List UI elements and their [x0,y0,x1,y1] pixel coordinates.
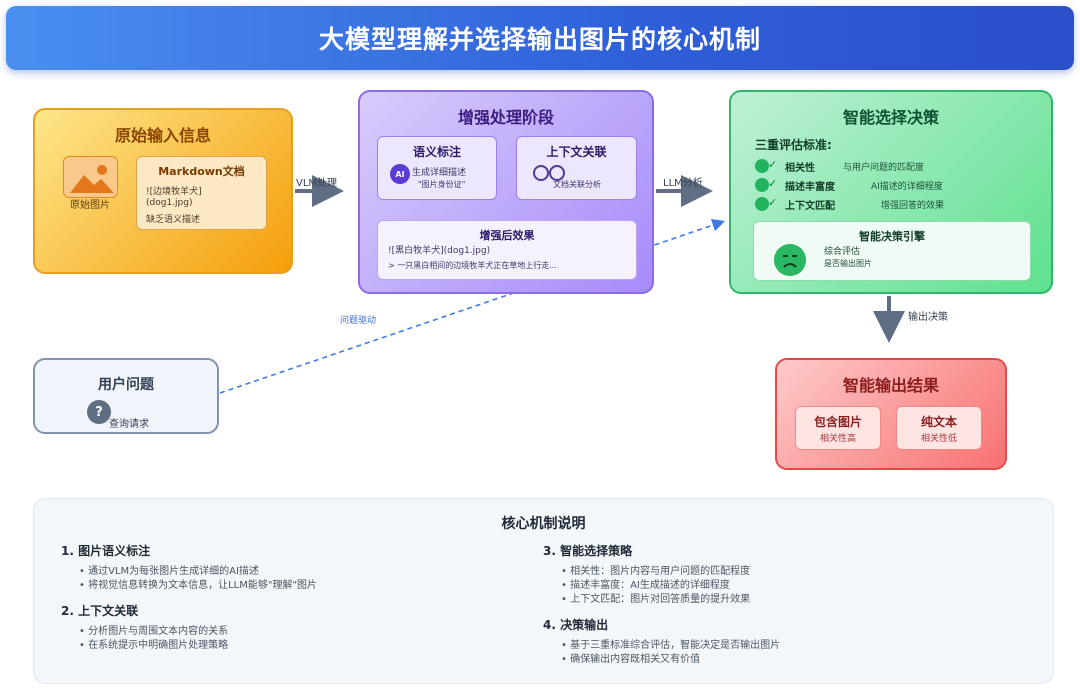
check-icon [755,197,769,211]
user-question-panel: 用户问题 ? 查询请求 [33,358,219,434]
original-image-card [63,156,118,198]
effect-card: 增强后效果 ![黑白牧羊犬](dog1.jpg) > 一只黑白相间的边境牧羊犬正… [377,220,637,280]
effect-line1: ![黑白牧羊犬](dog1.jpg) [388,246,491,256]
markdown-title: Markdown文档 [158,165,245,178]
output-with-image-name: 包含图片 [813,415,862,429]
image-icon [70,165,114,193]
semantic-line1: 生成详细描述 [412,168,467,178]
context-title: 上下文关联 [546,145,607,159]
page-title: 大模型理解并选择输出图片的核心机制 [318,25,761,54]
criterion-name: 描述丰富度 [785,182,835,193]
criterion-desc: AI描述的详细程度 [871,182,943,192]
enhance-panel: 增强处理阶段 语义标注 AI 生成详细描述 "图片身份证" 上下文关联 文档关联… [358,90,654,294]
core-title: 核心机制说明 [501,516,586,532]
section-bullet: • 确保输出内容既相关又有价值 [561,654,701,665]
semantic-line2: "图片身份证" [418,180,466,189]
check-icon [755,178,769,192]
context-card: 上下文关联 文档关联分析 [516,136,637,200]
engine-title: 智能决策引擎 [859,230,925,243]
section-bullet: • 上下文匹配：图片对回答质量的提升效果 [561,594,751,605]
edge-label-llm: LLM分析 [663,178,703,189]
section-bullet: • 描述丰富度：AI生成描述的详细程度 [561,580,730,591]
section-bullet: • 在系统提示中明确图片处理策略 [79,640,229,651]
semantic-card: 语义标注 AI 生成详细描述 "图片身份证" [377,136,497,200]
frown-face-icon [774,244,806,276]
edge-label-vlm: VLM处理 [296,178,338,189]
effect-title: 增强后效果 [479,229,535,242]
edge-label-decision-out: 输出决策 [908,312,948,323]
title-banner: 大模型理解并选择输出图片的核心机制 [6,6,1074,70]
decision-engine-card: 智能决策引擎 综合评估 是否输出图片 [753,221,1031,281]
engine-line1: 综合评估 [824,247,861,257]
edge-label-question: 问题驱动 [340,316,377,326]
criterion-name: 相关性 [785,163,815,174]
question-icon: ? [87,400,111,424]
section-heading: 2. 上下文关联 [61,604,139,618]
section-heading: 4. 决策输出 [543,618,609,632]
user-question-desc: 查询请求 [109,419,149,430]
link-icon [533,165,565,181]
original-input-panel: 原始输入信息 原始图片 Markdown文档 ![边境牧羊犬] (dog1.jp… [33,108,293,274]
section-heading: 1. 图片语义标注 [61,544,151,558]
core-mechanism-panel: 核心机制说明 1. 图片语义标注 • 通过VLM为每张图片生成详细的AI描述 •… [33,498,1054,684]
markdown-card: Markdown文档 ![边境牧羊犬] (dog1.jpg) 缺乏语义描述 [136,156,267,230]
output-text-only-card: 纯文本 相关性低 [896,406,982,450]
engine-line2: 是否输出图片 [824,259,872,268]
output-text-only-name: 纯文本 [920,415,957,429]
output-panel: 智能输出结果 包含图片 相关性高 纯文本 相关性低 [775,358,1007,470]
decision-title: 智能选择决策 [842,108,939,127]
markdown-line: 缺乏语义描述 [146,215,201,225]
section-bullet: • 将视觉信息转换为文本信息，让LLM能够"理解"图片 [79,580,318,591]
semantic-title: 语义标注 [412,145,461,159]
effect-line2: > 一只黑白相间的边境牧羊犬正在草地上行走... [388,261,557,270]
ai-badge-icon: AI [390,164,410,184]
markdown-line: ![边境牧羊犬] [146,187,202,197]
criterion-name: 上下文匹配 [785,201,835,212]
decision-panel: 智能选择决策 三重评估标准: ✓ 相关性 与用户问题的匹配度 ✓ 描述丰富度 A… [729,90,1053,294]
output-text-only-sub: 相关性低 [920,434,957,444]
criterion-desc: 与用户问题的匹配度 [843,163,925,173]
section-bullet: • 通过VLM为每张图片生成详细的AI描述 [79,566,259,577]
section-bullet: • 分析图片与周围文本内容的关系 [79,626,229,637]
section-heading: 3. 智能选择策略 [543,544,633,558]
section-bullet: • 相关性：图片内容与用户问题的匹配程度 [561,566,751,577]
original-input-title: 原始输入信息 [114,126,211,145]
enhance-title: 增强处理阶段 [457,108,554,127]
original-image-label: 原始图片 [70,200,110,211]
criterion-desc: 增强回答的效果 [881,201,945,211]
section-bullet: • 基于三重标准综合评估，智能决定是否输出图片 [561,640,781,651]
check-icon [755,159,769,173]
markdown-line: (dog1.jpg) [146,198,193,208]
context-desc: 文档关联分析 [553,180,601,189]
user-question-title: 用户问题 [98,377,154,393]
output-title: 智能输出结果 [842,376,939,395]
output-with-image-sub: 相关性高 [819,434,856,444]
output-with-image-card: 包含图片 相关性高 [795,406,881,450]
criteria-title: 三重评估标准: [755,138,832,152]
